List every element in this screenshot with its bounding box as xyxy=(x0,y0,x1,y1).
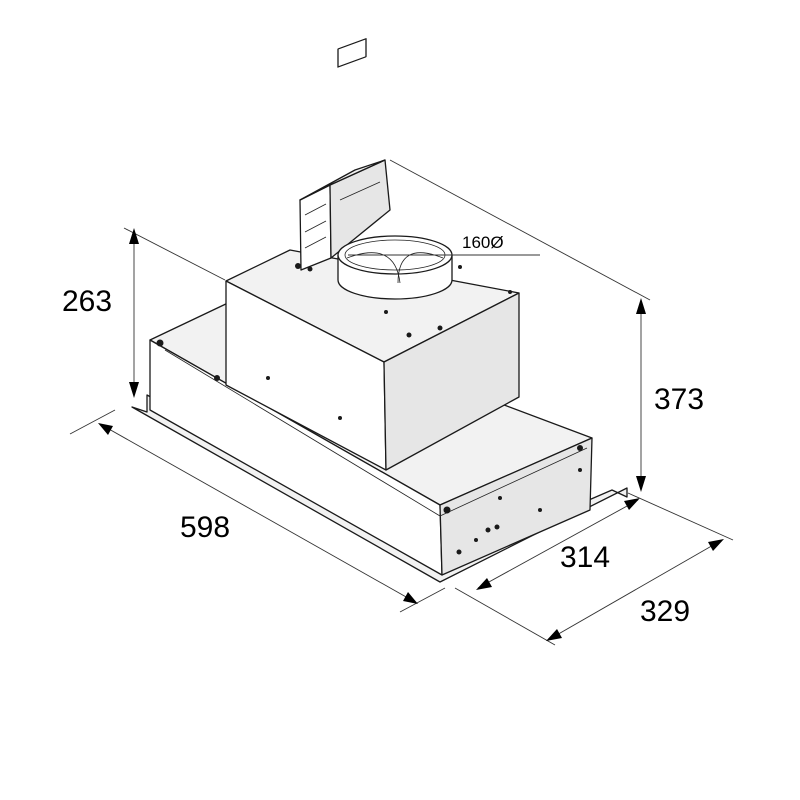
upper-box-side xyxy=(383,292,520,471)
lower-box-side xyxy=(439,437,593,576)
upper-housing xyxy=(225,249,520,471)
mounting-flange xyxy=(131,394,628,583)
dimension-lines xyxy=(69,159,734,646)
dimension-329-label: 329 xyxy=(640,595,691,628)
duct-collar xyxy=(337,235,453,300)
control-box-top xyxy=(299,159,386,201)
dimension-314-label: 314 xyxy=(560,541,611,574)
duct-diameter-label: 160Ø xyxy=(462,233,504,252)
dimension-263-label: 263 xyxy=(62,285,113,318)
dimension-373-label: 373 xyxy=(654,383,705,416)
control-module xyxy=(299,38,391,271)
dimension-598-label: 598 xyxy=(180,511,231,544)
